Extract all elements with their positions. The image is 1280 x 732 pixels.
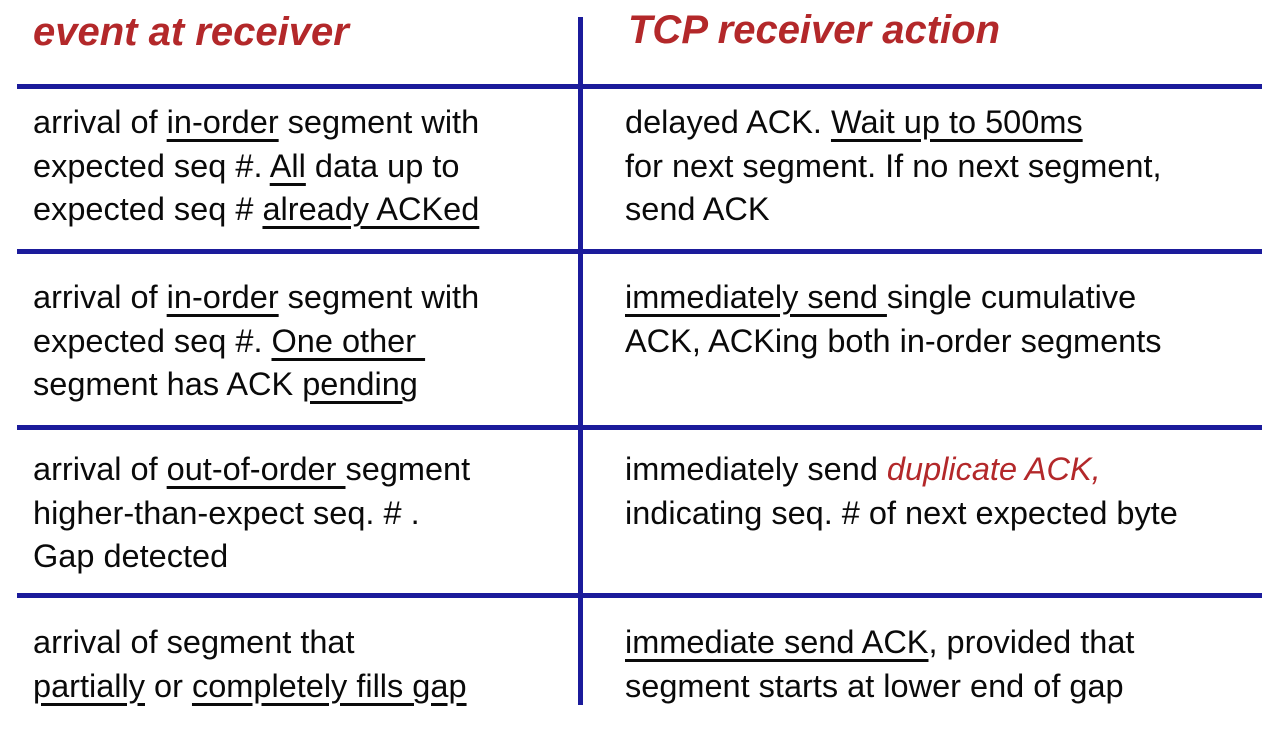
text-line: immediate send ACK, provided that xyxy=(625,621,1134,665)
text-segment: expected seq #. xyxy=(33,322,272,359)
text-line: expected seq #. One other xyxy=(33,320,479,364)
action-cell: immediately send duplicate ACK,indicatin… xyxy=(625,448,1178,535)
text-segment: segment with xyxy=(278,279,480,315)
text-segment: Wait up to 500ms xyxy=(830,104,1083,140)
text-segment: for next segment. If no next segment, xyxy=(625,147,1162,184)
text-line: send ACK xyxy=(625,188,1162,232)
text-line: expected seq #. All data up to xyxy=(33,145,479,189)
text-line: for next segment. If no next segment, xyxy=(625,145,1162,189)
event-column-header: event at receiver xyxy=(33,10,349,54)
text-segment: arrival of xyxy=(33,279,167,315)
text-line: Gap detected xyxy=(33,535,470,579)
text-segment: arrival of segment that xyxy=(33,624,355,660)
text-segment: arrival of xyxy=(33,451,167,487)
text-segment: immediately send xyxy=(625,279,887,315)
text-line: ACK, ACKing both in-order segments xyxy=(625,320,1162,364)
text-segment: delayed ACK. xyxy=(625,104,831,140)
text-segment: already ACKed xyxy=(262,191,480,227)
text-segment: single cumulative xyxy=(886,279,1137,315)
action-column-header: TCP receiver action xyxy=(628,8,1001,52)
text-line: indicating seq. # of next expected byte xyxy=(625,492,1178,536)
text-segment: segment xyxy=(345,451,471,487)
text-line: segment starts at lower end of gap xyxy=(625,665,1134,709)
text-line: immediately send duplicate ACK, xyxy=(625,448,1178,492)
text-segment: in-order xyxy=(166,104,279,140)
text-segment: in-order xyxy=(166,279,279,315)
row-separator-line xyxy=(17,593,1262,598)
text-segment: partially xyxy=(33,667,145,704)
text-segment: pending xyxy=(302,366,418,402)
text-line: partially or completely fills gap xyxy=(33,665,467,709)
text-segment: arrival of xyxy=(33,104,167,140)
text-segment: expected seq # xyxy=(33,191,263,227)
text-segment: out-of-order xyxy=(166,451,346,487)
text-line: higher-than-expect seq. # . xyxy=(33,492,470,536)
text-segment: or xyxy=(145,667,192,704)
column-divider-line xyxy=(578,17,583,705)
row-separator-line xyxy=(17,425,1262,430)
text-segment: One other xyxy=(271,322,426,359)
text-segment: , provided that xyxy=(928,624,1135,660)
row-separator-line xyxy=(17,249,1262,254)
text-segment: immediately send xyxy=(625,451,887,487)
text-segment: data up to xyxy=(305,147,460,184)
text-segment: completely fills gap xyxy=(191,667,467,704)
text-segment: segment has ACK xyxy=(33,366,303,402)
text-line: segment has ACK pending xyxy=(33,363,479,407)
text-segment: ACK, ACKing both in-order segments xyxy=(625,322,1162,359)
text-segment: All xyxy=(269,147,306,184)
text-line: expected seq # already ACKed xyxy=(33,188,479,232)
text-line: delayed ACK. Wait up to 500ms xyxy=(625,101,1162,145)
text-segment: segment with xyxy=(278,104,480,140)
text-line: arrival of in-order segment with xyxy=(33,101,479,145)
text-segment: segment starts at lower end of gap xyxy=(625,667,1124,704)
text-line: arrival of out-of-order segment xyxy=(33,448,470,492)
text-segment: immediate send ACK xyxy=(625,624,929,660)
event-cell: arrival of segment that partially or comp… xyxy=(33,621,467,708)
text-segment: expected seq #. xyxy=(33,147,270,184)
text-line: arrival of in-order segment with xyxy=(33,276,479,320)
text-segment: send ACK xyxy=(625,191,770,227)
text-segment: Gap detected xyxy=(33,538,229,574)
text-line: arrival of segment that xyxy=(33,621,467,665)
text-segment: indicating seq. # of next expected byte xyxy=(625,494,1178,531)
highlighted-text-segment: duplicate ACK, xyxy=(886,451,1101,487)
row-separator-line xyxy=(17,84,1262,89)
text-segment: higher-than-expect seq. # . xyxy=(33,494,420,531)
text-line: immediately send single cumulative xyxy=(625,276,1162,320)
